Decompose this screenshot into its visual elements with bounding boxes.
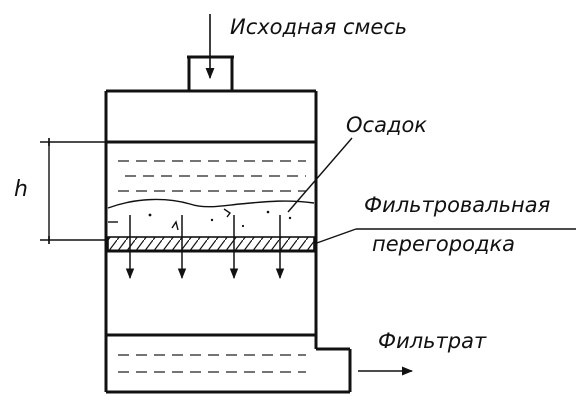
partition-label-line2: перегородка	[372, 232, 515, 256]
height-label: h	[14, 177, 28, 202]
filter-partition	[107, 236, 315, 252]
sediment-leader	[287, 137, 353, 213]
sediment-label: Осадок	[346, 113, 427, 137]
filtrate-label: Фильтрат	[378, 329, 487, 353]
height-dimension	[40, 137, 106, 245]
partition-label-line1: Фильтровальная	[364, 193, 550, 217]
flow-arrows	[125, 215, 285, 280]
slurry-liquid	[118, 160, 306, 192]
feed-label: Исходная смесь	[230, 15, 407, 39]
partition-leader	[313, 228, 357, 245]
filtrate-liquid	[118, 354, 306, 373]
sediment-layer	[107, 198, 315, 231]
